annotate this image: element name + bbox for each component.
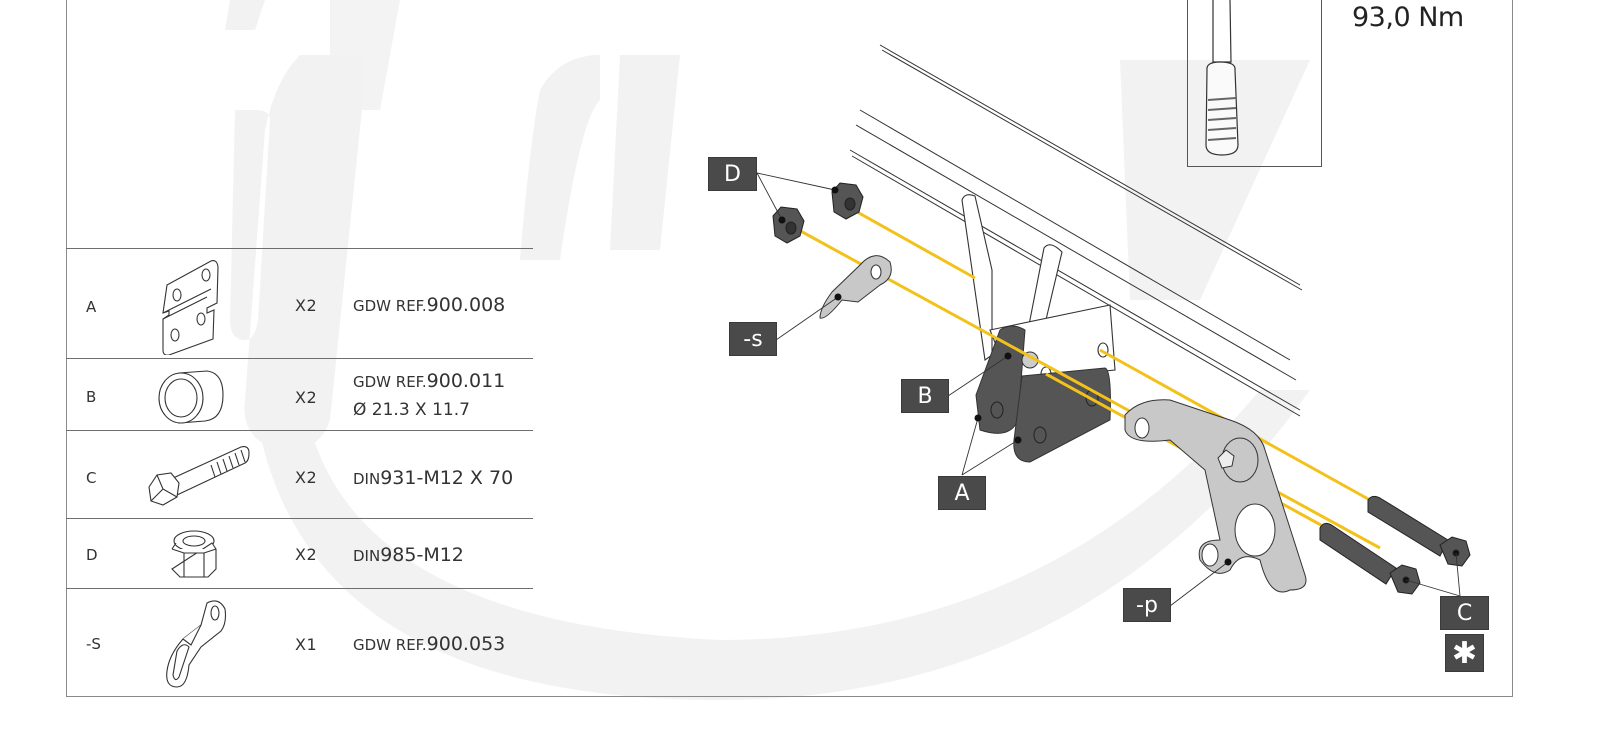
table-row-b: B X2 GDW REF.900.011 Ø 21.3 X 11.7 [66, 358, 533, 430]
torque-wrench-inset [1187, 0, 1322, 167]
ref-number: 900.053 [426, 633, 506, 655]
part-letter: C [86, 469, 97, 487]
hex-bolt-icon [148, 446, 250, 506]
torque-value: 93,0 Nm [1352, 2, 1464, 33]
part-letter: D [86, 546, 98, 564]
guide-line [794, 226, 1381, 550]
part-letter: -S [86, 635, 101, 653]
part-dimensions: Ø 21.3 X 11.7 [353, 400, 470, 420]
part-ref: GDW REF.900.011 [353, 370, 505, 392]
table-row-a: A X2 GDW REF.900.008 [66, 248, 533, 358]
socket-bracket-icon [166, 600, 227, 688]
ref-number: 900.008 [426, 294, 506, 316]
table-row-s: -S X1 GDW REF.900.053 [66, 588, 533, 698]
ref-number: 985-M12 [380, 544, 464, 566]
ref-prefix: GDW REF. [353, 297, 427, 315]
part-ref: GDW REF.900.008 [353, 294, 505, 316]
page-frame [66, 0, 1513, 697]
ref-prefix: DIN [353, 470, 381, 488]
spacer-bushing-icon [158, 370, 224, 424]
ref-number: 900.011 [426, 370, 506, 392]
ref-number: 931-M12 X 70 [380, 467, 514, 489]
part-qty: X2 [295, 545, 318, 564]
part-qty: X2 [295, 468, 318, 487]
callout-b: B [901, 379, 949, 413]
part-ref: DIN931-M12 X 70 [353, 467, 513, 489]
callout-p: -p [1123, 588, 1171, 622]
torque-star-icon: ✱ [1445, 634, 1484, 672]
part-qty: X1 [295, 635, 318, 654]
part-ref: DIN985-M12 [353, 544, 464, 566]
callout-d: D [708, 157, 757, 191]
bracket-plate-icon [162, 260, 219, 355]
callout-c: C [1440, 596, 1489, 630]
part-letter: A [86, 298, 97, 316]
part-qty: X2 [295, 388, 318, 407]
callout-a: A [938, 476, 986, 510]
ref-prefix: GDW REF. [353, 373, 427, 391]
callout-s: -s [729, 322, 777, 356]
ref-prefix: GDW REF. [353, 636, 427, 654]
guide-line [849, 206, 976, 280]
table-row-d: D X2 DIN985-M12 [66, 518, 533, 588]
part-letter: B [86, 388, 97, 406]
part-ref: GDW REF.900.053 [353, 633, 505, 655]
lock-nut-icon [171, 530, 217, 578]
table-row-c: C X2 DIN931-M12 X 70 [66, 430, 533, 518]
part-qty: X2 [295, 296, 318, 315]
ref-prefix: DIN [353, 547, 381, 565]
